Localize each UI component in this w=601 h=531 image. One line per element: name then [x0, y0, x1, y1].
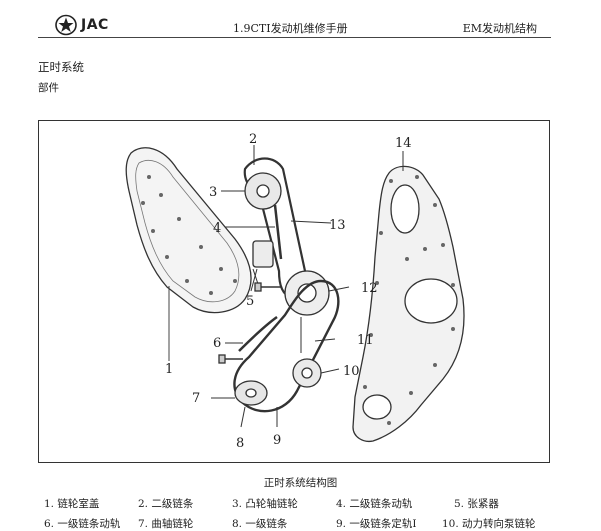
- power-steering-chain-cover: [352, 165, 465, 443]
- sprocket-chamber-cover: [125, 147, 252, 361]
- jac-star-icon: [55, 14, 77, 36]
- legend-item: 1. 链轮室盖: [44, 498, 100, 510]
- callout-11: 11: [357, 333, 374, 348]
- legend-item: 4. 二级链条动轨: [336, 498, 413, 510]
- callout-13: 13: [329, 218, 346, 233]
- callout-12: 12: [361, 281, 378, 296]
- timing-system-figure: 1 2 3 4 5 6 7 8 9 10 11 12 13 14: [38, 120, 550, 463]
- callout-2: 2: [249, 132, 257, 147]
- callout-1: 1: [165, 362, 173, 377]
- callout-8: 8: [236, 436, 244, 451]
- callout-7: 7: [192, 391, 200, 406]
- callout-5: 5: [246, 294, 254, 309]
- page-header: JAC 1.9CTI发动机维修手册 EM发动机结构: [0, 0, 601, 40]
- callout-14: 14: [395, 136, 412, 151]
- section-subtitle: 部件: [38, 82, 59, 94]
- callout-4: 4: [213, 221, 221, 236]
- header-rule: [38, 37, 551, 38]
- brand-name: JAC: [81, 17, 109, 33]
- section-title: 正时系统: [38, 60, 84, 74]
- callout-10: 10: [343, 364, 360, 379]
- legend-item: 2. 二级链条: [138, 498, 194, 510]
- section-code: EM发动机结构: [462, 22, 537, 35]
- exploded-view-illustration: 1 2 3 4 5 6 7 8 9 10 11 12 13 14: [125, 132, 465, 451]
- callout-3: 3: [209, 185, 217, 200]
- legend-item: 3. 凸轮轴链轮: [232, 498, 298, 510]
- callout-9: 9: [273, 433, 281, 448]
- legend-item: 5. 张紧器: [454, 498, 499, 510]
- callout-6: 6: [213, 336, 221, 351]
- figure-caption: 正时系统结构图: [263, 477, 338, 489]
- manual-title: 1.9CTI发动机维修手册: [233, 22, 348, 35]
- callout-leaders: [211, 145, 404, 428]
- brand-logo: JAC: [55, 14, 109, 36]
